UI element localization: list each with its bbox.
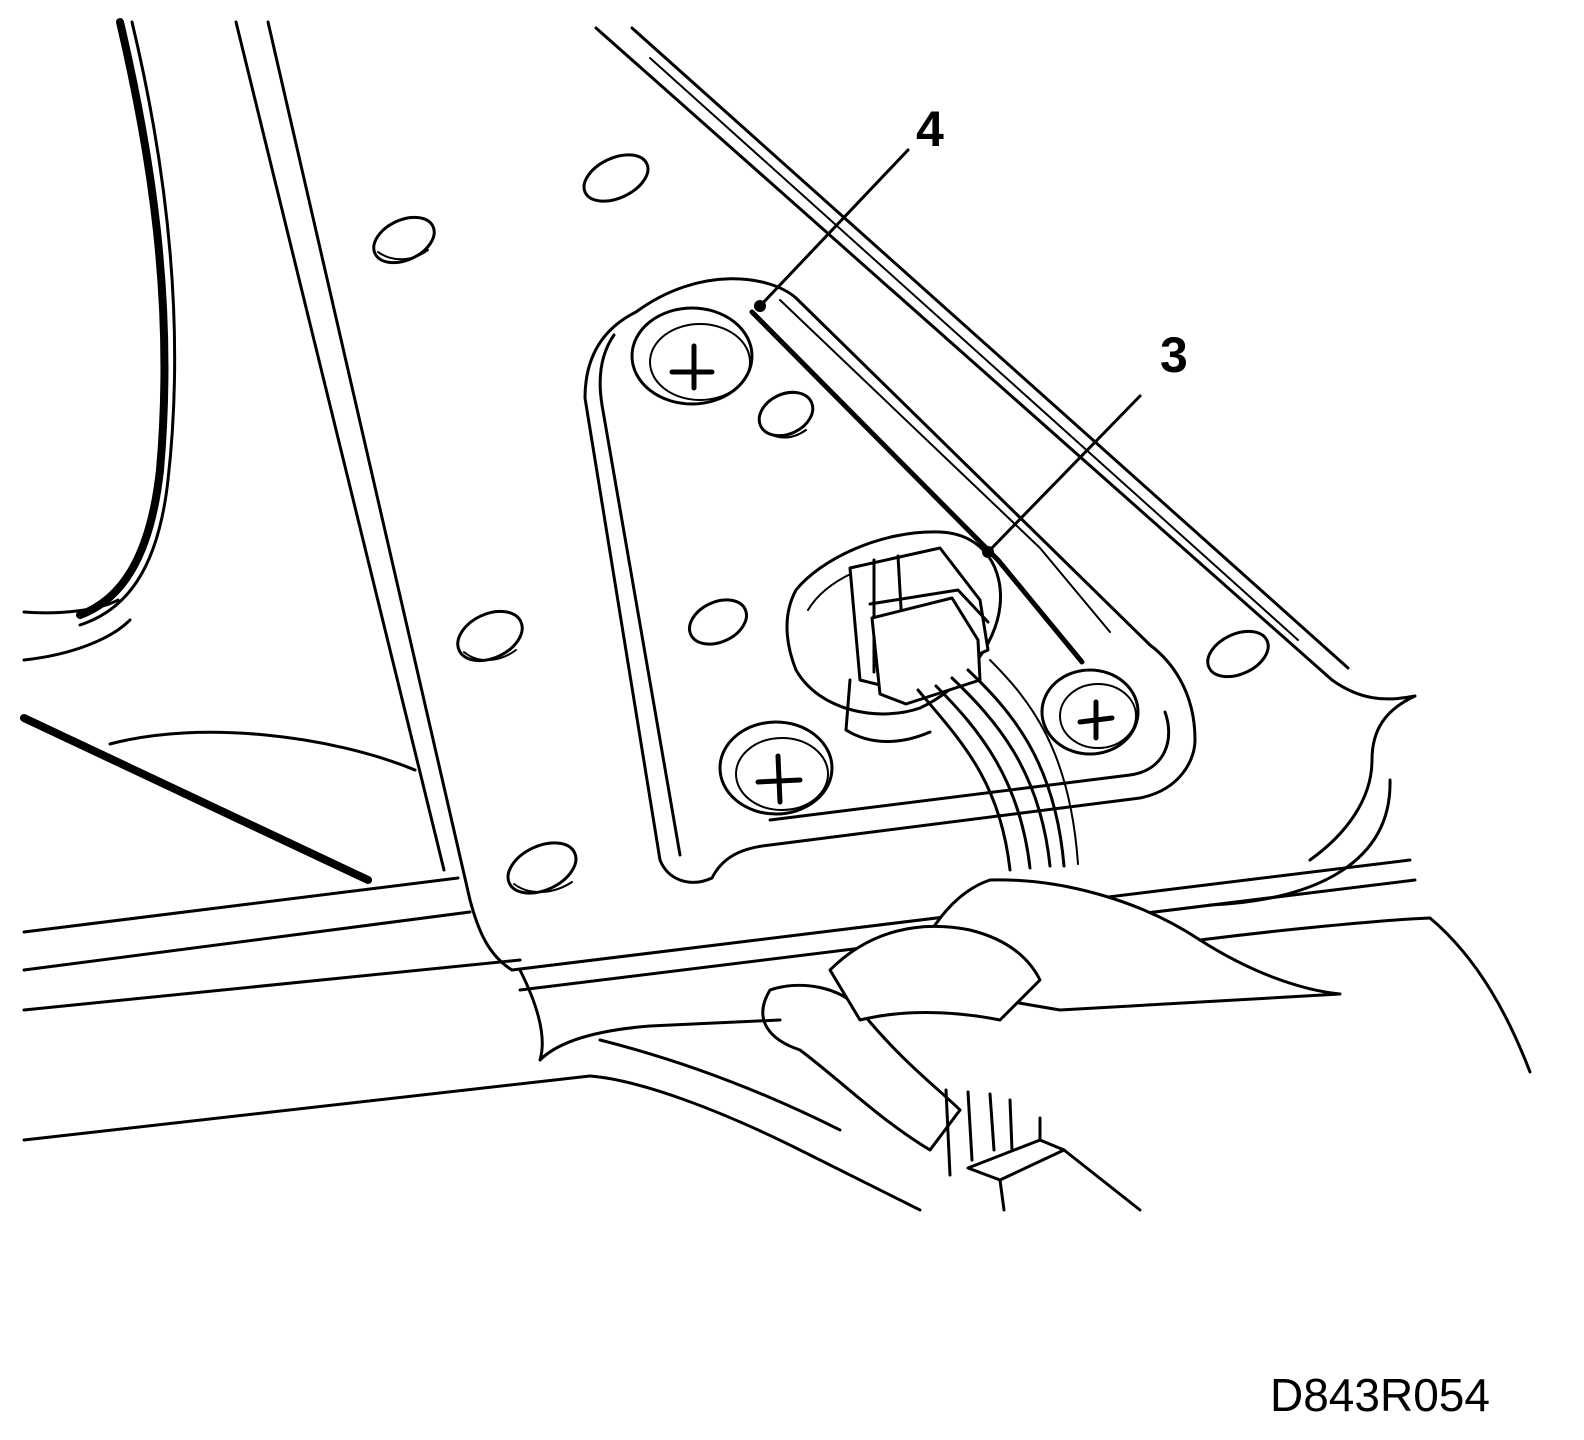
door-sill-lines <box>22 876 1532 1212</box>
wire-harness-icon <box>761 659 1342 1212</box>
figure-code: D843R054 <box>1270 1369 1490 1421</box>
pillar-edges <box>234 20 514 972</box>
left-lower-curve <box>108 730 417 772</box>
callout-leaders <box>754 148 1142 558</box>
callout-3: 3 <box>1160 327 1188 383</box>
bolt-holes <box>372 153 1270 895</box>
connector-icon <box>785 530 1003 743</box>
screw-icon <box>630 306 1140 816</box>
callout-4: 4 <box>916 101 944 157</box>
inner-mount-plate <box>583 277 1197 884</box>
left-diagonal-edge <box>20 714 372 884</box>
left-panel-edge <box>22 18 177 662</box>
recess-inner-edge <box>779 299 1111 633</box>
recess-edge <box>749 309 1085 665</box>
